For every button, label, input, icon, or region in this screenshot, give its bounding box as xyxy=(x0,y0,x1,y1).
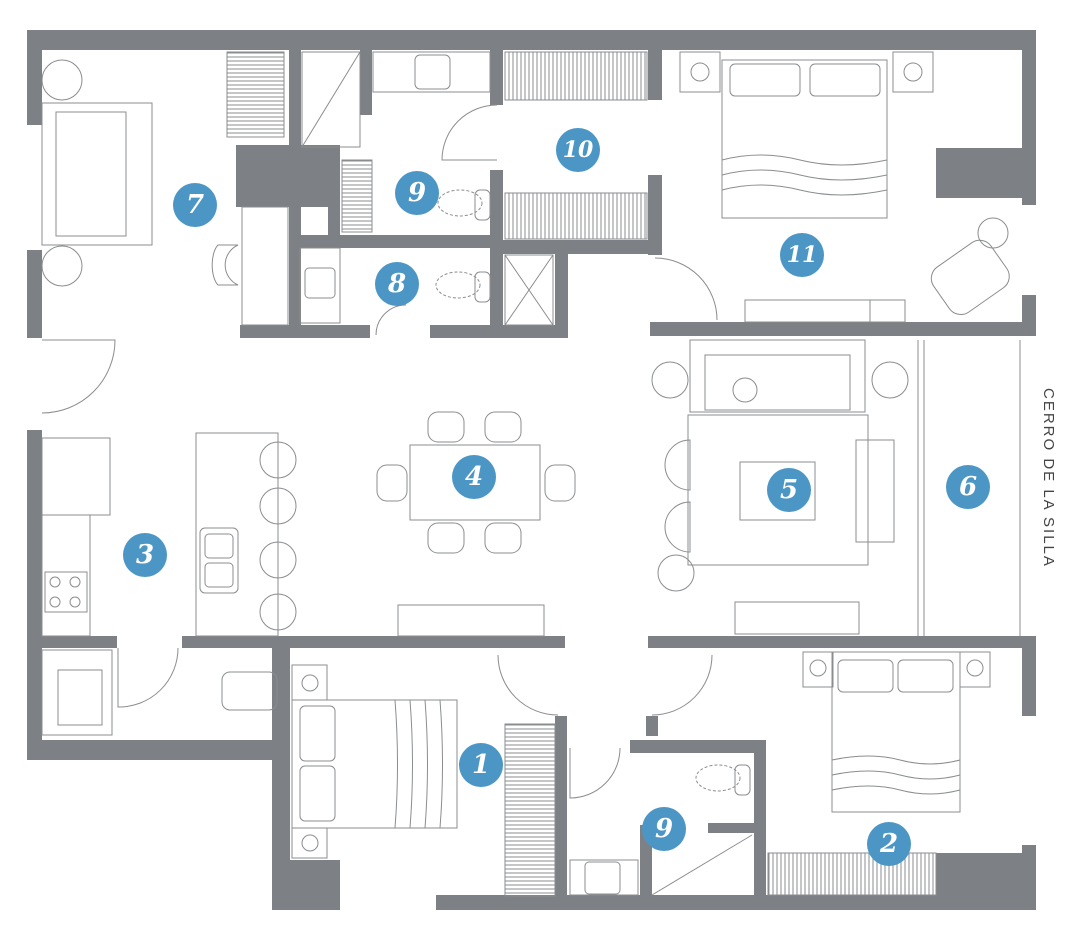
svg-text:9: 9 xyxy=(655,814,673,844)
room-marker-10: 10 xyxy=(556,128,600,172)
room-marker-1: 1 xyxy=(459,743,503,787)
room-marker-11: 11 xyxy=(780,233,824,277)
room-marker-7: 7 xyxy=(173,183,217,227)
room-marker-5: 5 xyxy=(767,468,811,512)
room-marker-9-lower: 9 xyxy=(642,807,686,851)
room-marker-4: 4 xyxy=(452,455,496,499)
svg-text:11: 11 xyxy=(787,242,818,268)
svg-text:10: 10 xyxy=(563,137,594,163)
room-marker-8: 8 xyxy=(375,262,419,306)
svg-text:7: 7 xyxy=(186,190,204,220)
svg-text:6: 6 xyxy=(959,472,977,502)
room-marker-6: 6 xyxy=(946,465,990,509)
svg-text:2: 2 xyxy=(879,829,898,859)
closets xyxy=(226,51,937,897)
svg-text:3: 3 xyxy=(136,540,154,570)
walls xyxy=(27,30,1036,910)
svg-text:5: 5 xyxy=(780,475,798,505)
room-markers: 1 2 3 4 5 6 7 8 9 9 10 11 xyxy=(123,128,990,866)
svg-text:1: 1 xyxy=(472,750,490,780)
svg-text:8: 8 xyxy=(387,269,406,299)
room-marker-9-upper: 9 xyxy=(395,171,439,215)
furniture xyxy=(41,51,1021,896)
orientation-label: CERRO DE LA SILLA xyxy=(1040,388,1057,568)
room-marker-2: 2 xyxy=(867,822,911,866)
svg-text:4: 4 xyxy=(465,462,483,492)
svg-text:9: 9 xyxy=(408,178,426,208)
room-marker-3: 3 xyxy=(123,533,167,577)
